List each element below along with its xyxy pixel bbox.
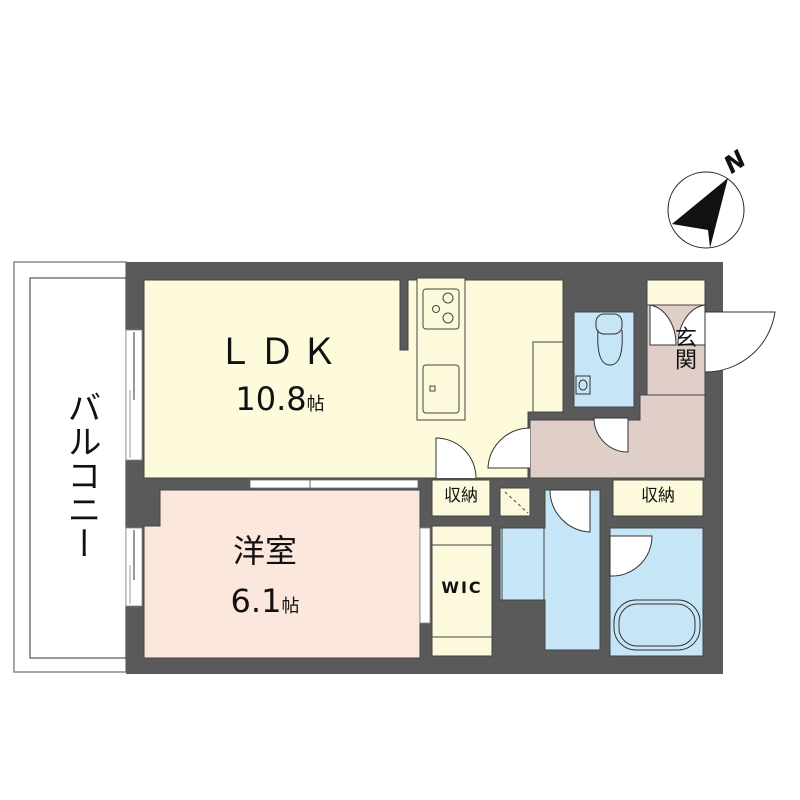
wic-label: WIC xyxy=(441,578,483,597)
compass-icon xyxy=(667,171,745,249)
kitchen-counter xyxy=(416,277,466,421)
balcony-label: バルコニー xyxy=(61,390,101,560)
washbasin xyxy=(501,527,545,601)
entrance-label: 玄関 xyxy=(671,326,696,370)
western-room xyxy=(143,489,421,659)
sink xyxy=(422,364,460,414)
storage-left-label: 収納 xyxy=(444,486,478,506)
toilet-room xyxy=(573,311,635,408)
storage-right-label: 収納 xyxy=(641,486,675,506)
stove xyxy=(422,288,460,330)
western-label: 洋室 xyxy=(232,532,297,570)
storage-right xyxy=(612,479,704,517)
storage-left xyxy=(431,479,491,517)
wic-room xyxy=(431,525,493,657)
ldk-size: 10.8帖 xyxy=(235,380,325,418)
front-door xyxy=(704,311,776,373)
balcony-inner xyxy=(29,277,127,659)
western-size: 6.1帖 xyxy=(230,582,300,620)
ldk-label: ＬＤＫ xyxy=(216,332,343,373)
fridge-space xyxy=(532,341,564,413)
